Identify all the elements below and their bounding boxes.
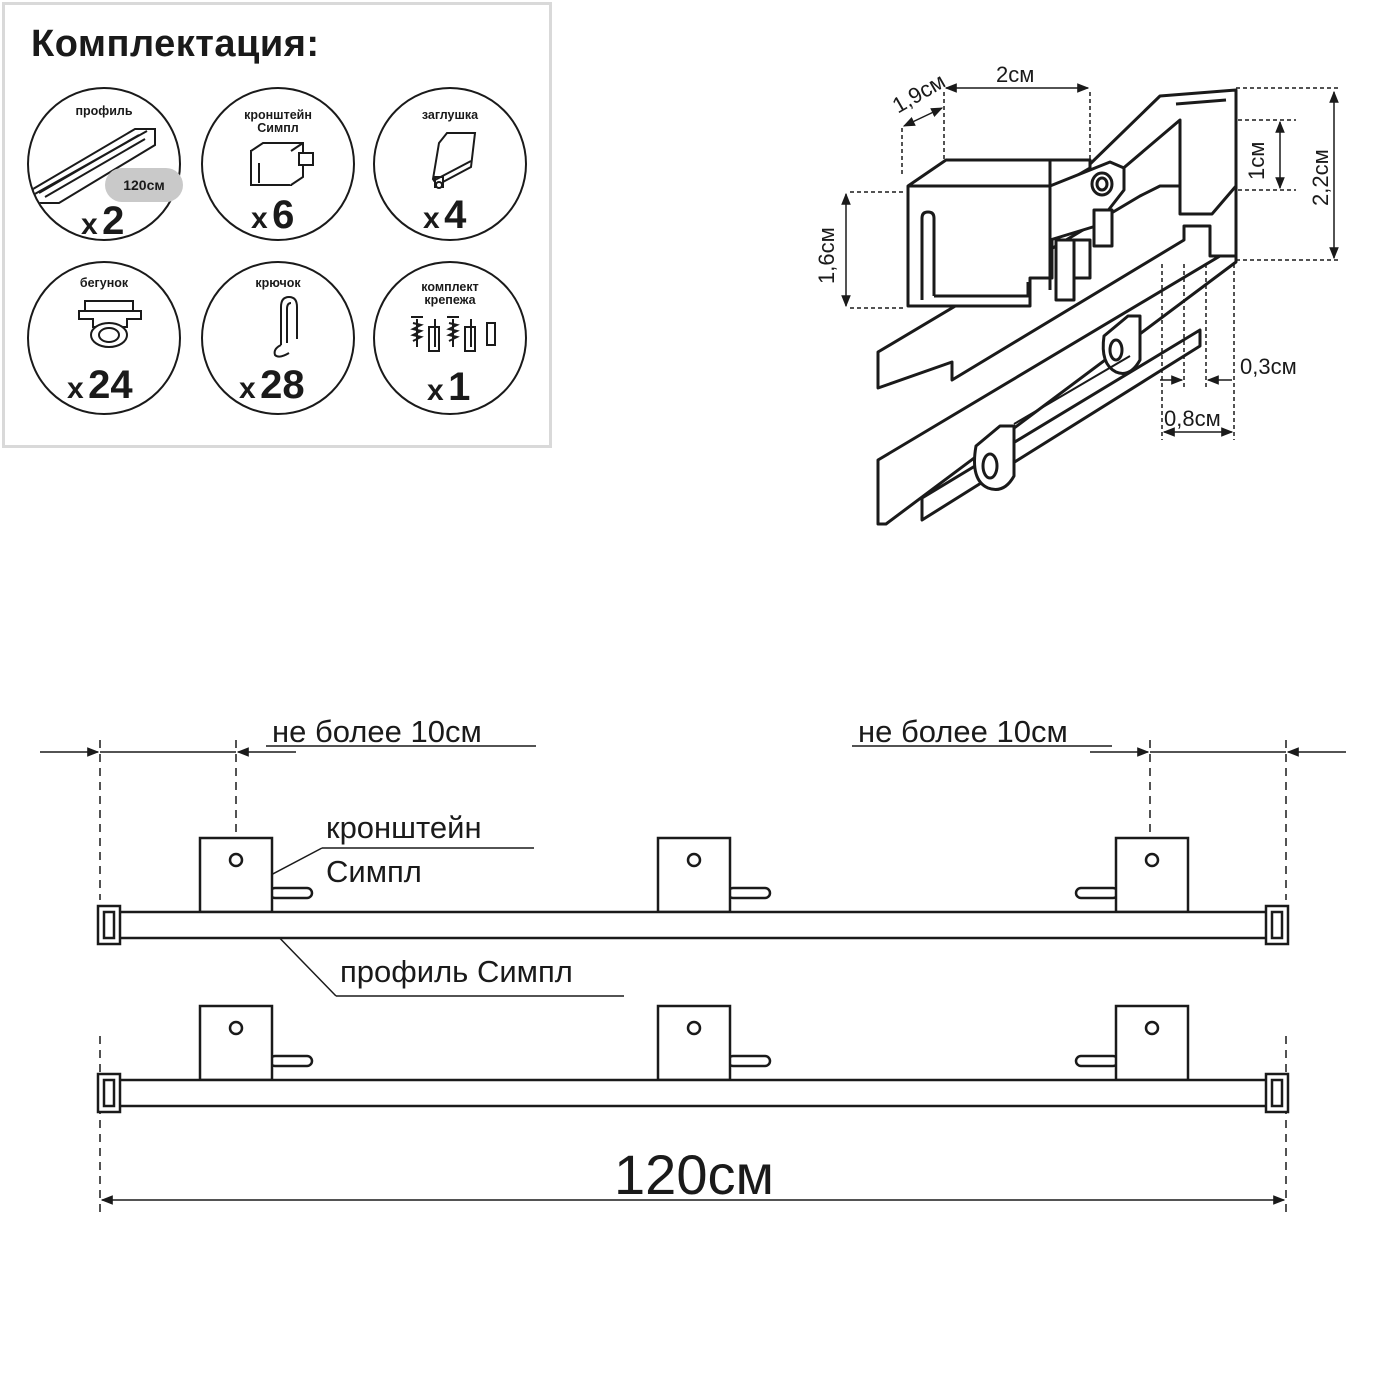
profile-callout: профиль Симпл [340, 954, 573, 989]
profile-assembly-upper [96, 836, 1290, 946]
bracket-right [1074, 836, 1190, 914]
dim-gap-2: 0,8см [1164, 406, 1221, 431]
multiplier-sign: x [251, 202, 268, 235]
profile-dimension-lines [841, 83, 1340, 440]
kit-item-quantity: x 4 [423, 193, 466, 238]
kit-item-bracket: кронштейн Симпл x 6 [201, 87, 355, 241]
profile-rail [104, 1078, 1280, 1108]
hook-icon [273, 295, 298, 358]
quantity-value: 1 [448, 365, 471, 409]
quantity-value: 4 [444, 193, 467, 237]
kit-item-label: кронштейн Симпл [244, 108, 312, 135]
kit-title: Комплектация: [31, 23, 320, 65]
kit-item-quantity: x 24 [67, 363, 133, 408]
kit-panel: Комплектация: профиль x 2 120см кронштей… [2, 2, 552, 448]
end-cap-icon [431, 132, 477, 189]
profile-rail-icon [32, 128, 156, 204]
quantity-value: 28 [260, 363, 305, 407]
kit-item-quantity: x 6 [251, 193, 294, 238]
bracket-center [656, 1004, 772, 1082]
kit-item-label: профиль [75, 104, 133, 118]
bracket-center [656, 836, 772, 914]
kit-item-profile: профиль x 2 [27, 87, 181, 241]
multiplier-sign: x [67, 372, 84, 405]
kit-item-quantity: x 28 [239, 363, 305, 408]
dim-height-1: 1,6см [814, 227, 839, 284]
kit-item-label: комплект крепежа [421, 280, 479, 307]
kit-item-end-cap: заглушка x 4 [373, 87, 527, 241]
installation-labels: не более 10см не более 10см кронштейн Си… [272, 714, 1068, 1206]
quantity-value: 6 [272, 193, 295, 237]
kit-item-quantity: x 2 [81, 199, 125, 241]
dim-width-1: 1,9см [888, 68, 950, 118]
kit-item-label: бегунок [79, 276, 129, 290]
dim-height-2: 1см [1244, 142, 1269, 180]
kit-item-hook: крючок x 28 [201, 261, 355, 415]
kit-item-quantity: x 1 [427, 365, 470, 410]
bracket-right [1074, 1004, 1190, 1082]
total-length-label: 120см [614, 1143, 774, 1206]
kit-item-label: заглушка [421, 108, 479, 122]
multiplier-sign: x [239, 372, 256, 405]
runner-icon [78, 300, 142, 348]
quantity-value: 24 [88, 363, 133, 407]
dim-gap-1: 0,3см [1240, 354, 1297, 379]
bracket-callout-line2: Симпл [326, 854, 422, 889]
profile-rail [104, 910, 1280, 940]
quantity-value: 2 [102, 199, 125, 241]
kit-item-fasteners: комплект крепежа x 1 [373, 261, 527, 415]
fasteners-icon [410, 316, 496, 352]
profile-assembly-lower [96, 1004, 1290, 1114]
kit-item-label: крючок [255, 276, 301, 290]
multiplier-sign: x [81, 208, 98, 241]
dim-height-3: 2,2см [1308, 149, 1333, 206]
length-badge: 120см [105, 168, 183, 202]
max-offset-left-label: не более 10см [272, 714, 482, 749]
dim-width-2: 2см [996, 62, 1034, 87]
profile-isometric-drawing [876, 88, 1238, 526]
bracket-left [198, 836, 314, 914]
multiplier-sign: x [423, 202, 440, 235]
multiplier-sign: x [427, 374, 444, 407]
bracket-left [198, 1004, 314, 1082]
kit-item-runner: бегунок x 24 [27, 261, 181, 415]
max-offset-right-label: не более 10см [858, 714, 1068, 749]
bracket-callout-line1: кронштейн [326, 810, 482, 845]
bracket-icon [250, 142, 314, 186]
